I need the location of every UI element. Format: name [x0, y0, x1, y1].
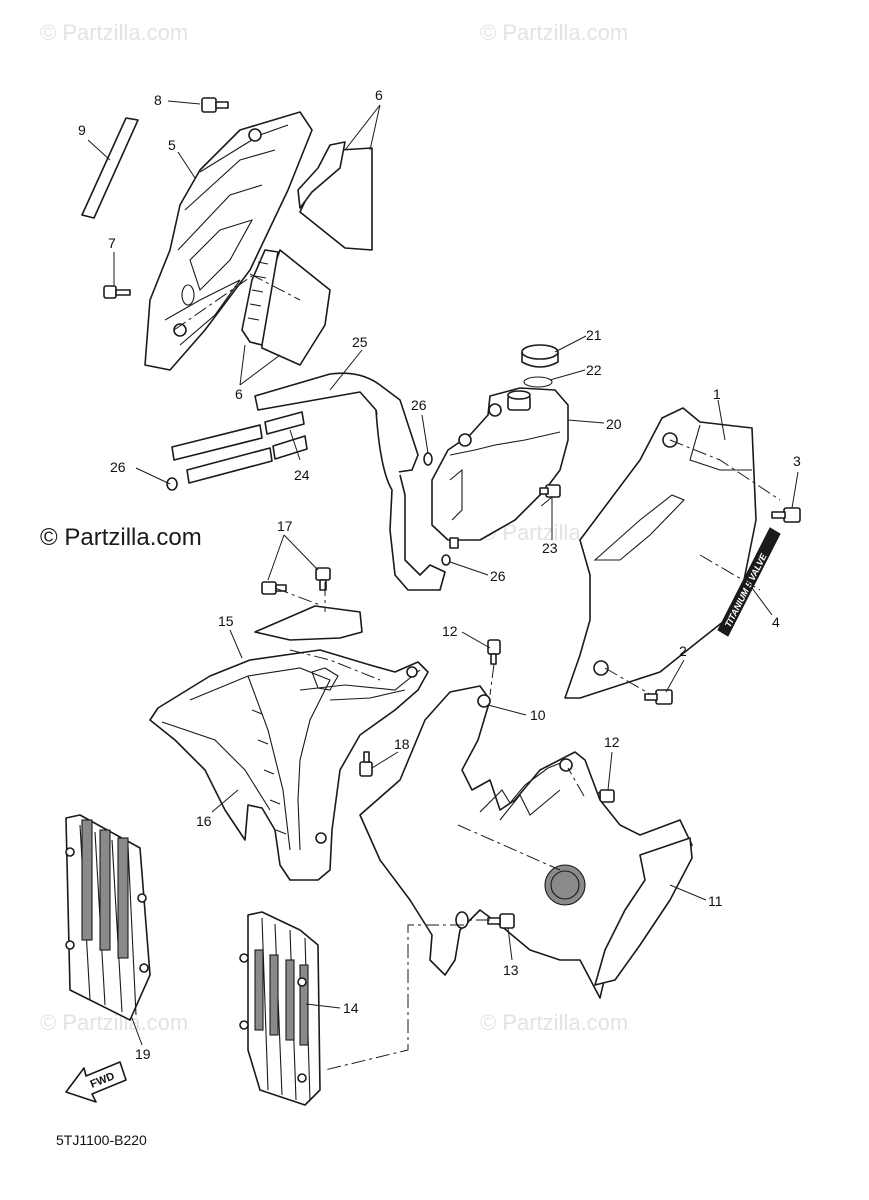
callout-16: 16: [196, 813, 212, 829]
callout-5: 5: [168, 137, 176, 153]
callout-1: 1: [713, 386, 721, 402]
callout-4: 4: [772, 614, 780, 630]
part-25-hose: [254, 372, 446, 591]
watermark: © Partzilla.com: [480, 1010, 628, 1035]
part-11-side-graphic: [594, 837, 693, 986]
callout-14: 14: [343, 1000, 359, 1016]
fwd-arrow: FWD: [65, 1061, 127, 1103]
callout-15: 15: [218, 613, 234, 629]
part-14-radiator-guard: [239, 911, 321, 1106]
diagram-code: 5TJ1100-B220: [56, 1132, 147, 1148]
part-5-shroud-cover: [144, 111, 313, 371]
part-16-radiator-shroud: [149, 649, 429, 881]
callout-numbers: 1 2 3 4 5 6 6 7 8 9 10 11 12 12 13 14 15…: [78, 87, 801, 1062]
callout-25: 25: [352, 334, 368, 350]
part-21-cap: [521, 344, 559, 368]
part-8-bolt: [201, 97, 229, 113]
watermark: © Partzilla.com: [40, 20, 188, 45]
part-23-bolt: [539, 484, 561, 498]
callout-8: 8: [154, 92, 162, 108]
callout-20: 20: [606, 416, 622, 432]
callout-17: 17: [277, 518, 293, 534]
callout-3: 3: [793, 453, 801, 469]
part-19-radiator-guard: [65, 814, 151, 1021]
part-1-side-cover: [564, 407, 757, 699]
dash-leaders: [173, 273, 781, 1071]
callout-18: 18: [394, 736, 410, 752]
part-15-shroud-panel: [254, 605, 363, 641]
watermark: © Partzilla.com: [40, 1010, 188, 1035]
callout-13: 13: [503, 962, 519, 978]
callout-10: 10: [530, 707, 546, 723]
part-22-gasket: [523, 376, 553, 388]
part-3-bolt: [771, 507, 801, 523]
part-9-strip: [81, 117, 139, 219]
callout-6b: 6: [235, 386, 243, 402]
callout-7: 7: [108, 235, 116, 251]
part-18-bolt: [359, 751, 373, 777]
part-20-fuel-tank: [431, 387, 569, 549]
part-6-scoop-lower: [241, 249, 331, 366]
callout-26b: 26: [411, 397, 427, 413]
callout-12: 12: [442, 623, 458, 639]
part-24-hoses: [171, 411, 308, 484]
callout-24: 24: [294, 467, 310, 483]
part-10-shroud: [359, 685, 693, 999]
callout-19: 19: [135, 1046, 151, 1062]
part-13-bolt: [487, 913, 515, 929]
callout-23: 23: [542, 540, 558, 556]
part-17-bolt: [261, 567, 331, 595]
callout-11: 11: [708, 893, 723, 909]
part-26-clip: [166, 452, 451, 566]
watermark: © Partzilla.com: [480, 20, 628, 45]
watermarks: © Partzilla.com © Partzilla.com © Partzi…: [40, 20, 628, 1035]
callout-12b: 12: [604, 734, 620, 750]
callout-21: 21: [586, 327, 602, 343]
callout-26c: 26: [490, 568, 506, 584]
callout-22: 22: [586, 362, 602, 378]
partzilla-watermark: © Partzilla.com: [40, 524, 202, 551]
callout-26: 26: [110, 459, 126, 475]
part-6-scoop-upper: [297, 141, 373, 251]
callout-9: 9: [78, 122, 86, 138]
callout-6: 6: [375, 87, 383, 103]
leader-lines: [87, 100, 799, 1046]
callout-2: 2: [679, 643, 687, 659]
part-7-bolt: [103, 285, 131, 299]
part-2-bolt: [644, 689, 673, 705]
